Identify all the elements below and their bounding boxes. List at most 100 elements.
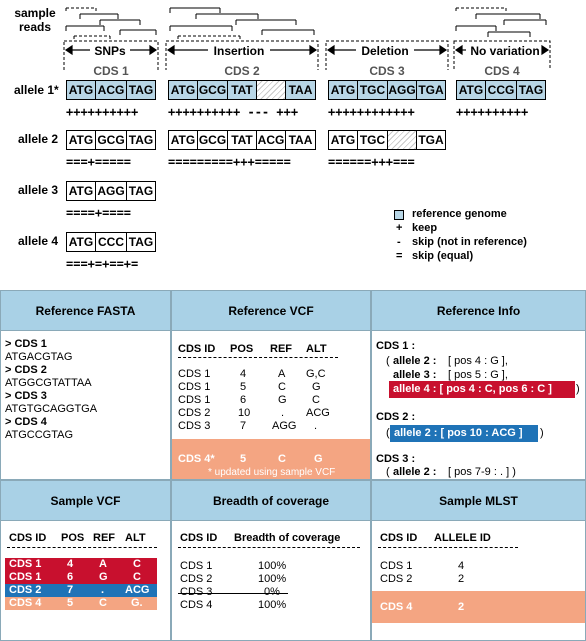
header-rule: [178, 357, 338, 358]
codon-cell: GCG: [95, 130, 127, 150]
mlst-header: CDS ID: [380, 532, 418, 544]
codon-cell: CCG: [485, 80, 517, 100]
fasta-line: > CDS 2: [5, 364, 47, 376]
codon-cell: TGC: [357, 80, 388, 100]
panel-sample-mlst: Sample MLST CDS ID ALLELE ID CDS 1 4 CDS…: [371, 480, 586, 641]
vcf-header: POS: [230, 343, 254, 355]
codon-cell: TAG: [126, 130, 156, 150]
info-allele: allele 2 :: [393, 355, 437, 367]
legend-symbol: +: [396, 222, 403, 234]
skip-symbols: ====+====: [66, 206, 132, 220]
panel-reference-fasta: Reference FASTA > CDS 1 ATGACGTAG > CDS …: [0, 290, 171, 480]
vcf-cell: CDS 2: [9, 584, 42, 596]
codon-cell: TAG: [126, 181, 156, 201]
update-note: * updated using sample VCF: [208, 467, 336, 478]
vcf-cell: 6: [240, 394, 247, 406]
fasta-line: > CDS 4: [5, 416, 47, 428]
codon-cell: TGC: [357, 130, 388, 150]
vcf-cell: CDS 1: [9, 558, 42, 570]
info-cds-head: CDS 2 :: [376, 411, 416, 423]
legend-text: skip (equal): [412, 250, 474, 262]
vcf-cell: G: [312, 381, 321, 393]
legend-text: skip (not in reference): [412, 236, 527, 248]
coverage-cell: 0%: [264, 586, 280, 598]
codon-cell: ATG: [66, 80, 96, 100]
codon-cell: GCG: [197, 130, 228, 150]
skip-symbols: ===+=+==+=: [66, 257, 139, 271]
gap-cell: [387, 130, 417, 150]
vcf-cell: CDS 1: [178, 381, 211, 393]
vcf-cell: CDS 1: [178, 394, 211, 406]
vcf-cell: 4: [240, 368, 247, 380]
vcf-cell: .: [314, 420, 318, 432]
codon-cell: TAG: [126, 80, 156, 100]
vcf-cell: C: [133, 571, 141, 583]
fasta-line: > CDS 3: [5, 390, 47, 402]
panel-title: Reference FASTA: [1, 291, 170, 331]
keep-symbols: ++++++++++++: [328, 105, 415, 119]
keep-symbols: ++++++++++ --- +++: [168, 105, 299, 119]
region-insertion: Insertion: [213, 44, 265, 58]
info-allele-variants: allele 4 : [ pos 4 : C, pos 6 : C ]: [393, 383, 552, 395]
codon-cell: GCG: [197, 80, 228, 100]
mlst-cell: CDS 4: [380, 601, 413, 613]
codon-cell: ATG: [66, 232, 96, 252]
vcf-cell: .: [281, 407, 285, 419]
vcf-header: REF: [93, 532, 115, 544]
cds3-name: CDS 3: [369, 64, 405, 78]
region-no-variation: No variation: [470, 44, 540, 58]
legend-symbol: =: [396, 250, 403, 262]
coverage-cell: CDS 2: [180, 573, 213, 585]
skip-symbols: ===+=====: [66, 155, 132, 169]
mlst-cell: 2: [458, 601, 465, 613]
info-paren: (: [386, 466, 390, 478]
vcf-cell: C: [278, 381, 286, 393]
info-highlight-blue: [390, 425, 538, 442]
gap-cell: [256, 80, 286, 100]
header-rule: [378, 547, 518, 548]
vcf-cell: 7: [240, 420, 247, 432]
sample-vcf-row-band: [5, 597, 157, 610]
info-paren: ): [540, 427, 544, 439]
coverage-cell: CDS 1: [180, 560, 213, 572]
fasta-line: ATGCCGTAG: [5, 429, 74, 441]
header-rule: [7, 547, 157, 548]
mlst-header: ALLELE ID: [434, 532, 491, 544]
region-deletion: Deletion: [361, 44, 409, 58]
sample-reads-ticks: [65, 7, 547, 41]
coverage-cell: 100%: [258, 573, 287, 585]
vcf-cell: 7: [67, 584, 74, 596]
codon-cell: ATG: [328, 80, 358, 100]
info-paren: (: [386, 355, 390, 367]
vcf-header: ALT: [306, 343, 327, 355]
panel-breadth-of-coverage: Breadth of coverage CDS ID Breadth of co…: [171, 480, 371, 641]
codon-cell: TAA: [285, 80, 316, 100]
sample-reads-label: sample reads: [14, 6, 56, 34]
vcf-cell: .: [101, 584, 105, 596]
vcf-header: REF: [270, 343, 292, 355]
codon-cell: ACG: [95, 80, 127, 100]
vcf-cell: AGG: [272, 420, 297, 432]
info-cds-head: CDS 3 :: [376, 453, 416, 465]
vcf-cell: G: [278, 394, 287, 406]
info-cds-head: CDS 1 :: [376, 340, 416, 352]
vcf-cell: 4: [67, 558, 74, 570]
legend-text: keep: [412, 222, 438, 234]
allele-label: allele 4: [18, 234, 59, 248]
codon-cell: TAT: [227, 80, 257, 100]
legend-swatch: [394, 210, 404, 220]
info-allele-variants: [ pos 7-9 : . ] ): [448, 466, 516, 478]
sample-vcf-row-band: [5, 584, 157, 597]
vcf-cell: C: [99, 597, 107, 609]
panel-title: Breadth of coverage: [172, 481, 370, 521]
updated-row-band: [172, 439, 370, 479]
vcf-cell: C: [312, 394, 320, 406]
vcf-header: POS: [61, 532, 85, 544]
codon-cell: ATG: [66, 181, 96, 201]
codon-cell: ATG: [168, 130, 198, 150]
vcf-cell: 10: [238, 407, 251, 419]
info-allele: allele 3 :: [393, 369, 437, 381]
coverage-header: Breadth of coverage: [234, 532, 341, 544]
panel-title: Reference VCF: [172, 291, 370, 331]
vcf-cell: C: [133, 558, 141, 570]
